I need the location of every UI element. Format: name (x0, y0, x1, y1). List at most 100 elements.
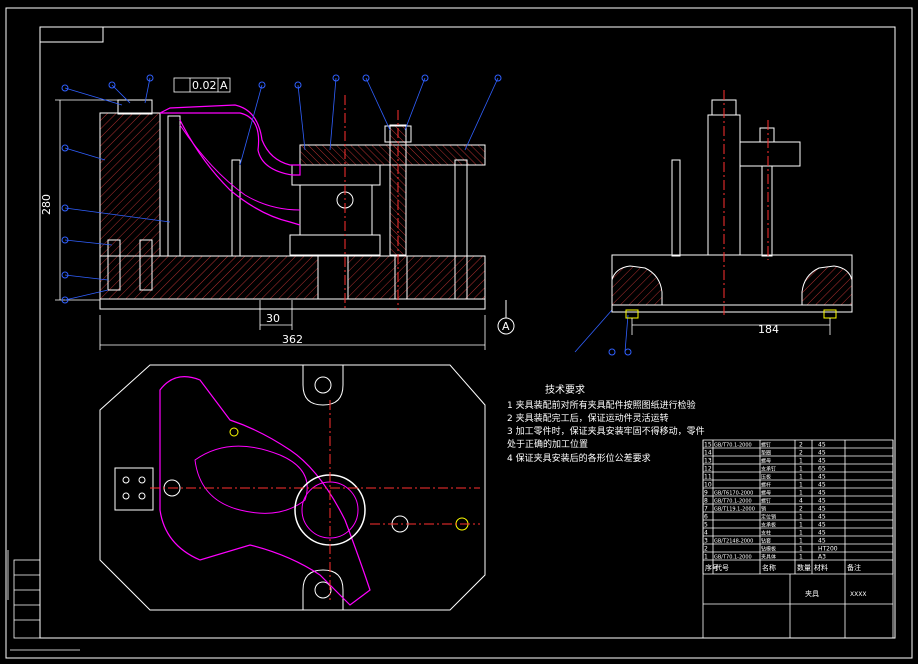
part-balloon (362, 74, 370, 82)
bom-cell-no: 5 (704, 522, 708, 529)
bom-cell-no: 13 (704, 458, 712, 465)
bom-cell-material: 45 (818, 442, 826, 449)
bom-cell-no: 9 (704, 490, 708, 497)
bom-cell-material: 45 (818, 522, 826, 529)
bom-cell-qty: 1 (799, 514, 803, 521)
bom-cell-name: 螺钉 (761, 498, 771, 505)
part-balloon (108, 81, 116, 89)
bom-cell-qty: 2 (799, 506, 803, 513)
bom-cell-material: 45 (818, 474, 826, 481)
tech-req-item: 3 加工零件时，保证夹具安装牢固不得移动，零件 (507, 425, 705, 437)
front-view: 280 362 30 0.02 A A (40, 77, 629, 353)
bom-cell-code: GB/T70.1-2000 (714, 499, 752, 505)
bom-header: 材料 (814, 563, 828, 572)
part-balloon (258, 81, 266, 89)
bom-cell-no: 6 (704, 514, 708, 521)
bom-cell-code: GB/T2148-2000 (714, 539, 753, 545)
tech-req-title: 技术要求 (545, 383, 585, 396)
bom-cell-qty: 1 (799, 538, 803, 545)
bom-cell-name: 支承钉 (761, 466, 776, 473)
bom-cell-material: 45 (818, 514, 826, 521)
bom-cell-no: 3 (704, 538, 708, 545)
bom-header: 数量 (797, 563, 811, 572)
part-balloon (294, 81, 302, 89)
bom-cell-code: GB/T70.1-2000 (714, 555, 752, 561)
part-balloon (61, 296, 69, 304)
bom-header: 名称 (762, 563, 776, 572)
tech-req-item: 2 夹具装配完工后，保证运动件灵活运转 (507, 412, 669, 424)
bom-cell-qty: 1 (799, 482, 803, 489)
bom-cell-name: 钻套 (761, 538, 771, 545)
bom-cell-code: GB/T70.1-2000 (714, 443, 752, 449)
top-view (99, 364, 486, 611)
bom-cell-no: 12 (704, 466, 712, 473)
bom-cell-no: 2 (704, 546, 708, 553)
technical-requirements: 技术要求 1 夹具装配前对所有夹具配件按照图纸进行检验 2 夹具装配完工后，保证… (507, 383, 705, 464)
bom-cell-qty: 1 (799, 474, 803, 481)
bom-cell-name: 螺钉 (761, 442, 771, 449)
bom-cell-material: 45 (818, 530, 826, 537)
bom-cell-qty: 1 (799, 554, 803, 561)
bom-cell-no: 7 (704, 506, 708, 513)
bom-cell-material: 45 (818, 458, 826, 465)
bom-cell-qty: 1 (799, 546, 803, 553)
bom-cell-name: 销 (761, 506, 766, 513)
dim-height-front: 280 (40, 194, 53, 215)
side-strip (7, 550, 80, 651)
bom-cell-qty: 4 (799, 498, 803, 505)
bom-cell-no: 11 (704, 474, 712, 481)
bom-cell-name: 螺母 (761, 490, 771, 497)
bom-cell-name: 支柱 (761, 530, 771, 537)
bom-cell-qty: 1 (799, 458, 803, 465)
dim-offset-front: 30 (266, 312, 280, 325)
side-view: 184 (611, 90, 853, 336)
bom-cell-name: 支承板 (761, 522, 776, 529)
drawing-title: 夹具 (805, 589, 819, 598)
section-marker: A (502, 320, 510, 333)
top-workpiece-outline (159, 376, 371, 606)
bom-cell-name: 压板 (761, 474, 771, 481)
bom-cell-material: 45 (818, 450, 826, 457)
workpiece-outline (159, 104, 301, 226)
bom-cell-qty: 1 (799, 490, 803, 497)
base-plate (99, 255, 486, 300)
bom-cell-qty: 1 (799, 466, 803, 473)
part-balloon (332, 74, 340, 82)
part-balloon (61, 236, 69, 244)
part-balloon (421, 74, 429, 82)
bom-cell-material: 45 (818, 490, 826, 497)
dim-width-side: 184 (758, 323, 779, 336)
bom-cell-no: 4 (704, 530, 708, 537)
part-balloon (624, 348, 632, 356)
bom-cell-code: GB/T119.1-2000 (714, 507, 755, 513)
bom-header: 序号 (705, 563, 719, 572)
bom-cell-material: 45 (818, 482, 826, 489)
part-balloon (61, 204, 69, 212)
bom-cell-name: 钻模板 (761, 546, 776, 553)
bom-cell-no: 8 (704, 498, 708, 505)
tech-req-item: 处于正确的加工位置 (507, 438, 588, 450)
bom-cell-material: 45 (818, 498, 826, 505)
part-balloon (494, 74, 502, 82)
bom-cell-no: 15 (704, 442, 712, 449)
bom-cell-no: 10 (704, 482, 712, 489)
bom-cell-name: 垫圈 (761, 450, 771, 457)
bom-cell-qty: 1 (799, 530, 803, 537)
drawing-frame (5, 7, 913, 659)
tech-req-item: 1 夹具装配前对所有夹具配件按照图纸进行检验 (507, 399, 696, 411)
part-balloon (61, 271, 69, 279)
bom-cell-qty: 2 (799, 450, 803, 457)
bom-header: 代号 (715, 563, 729, 572)
part-balloon (146, 74, 154, 82)
left-block (99, 112, 161, 257)
bom-cell-no: 14 (704, 450, 712, 457)
bom-cell-qty: 1 (799, 522, 803, 529)
tolerance-datum: A (220, 79, 228, 92)
bom-cell-material: 45 (818, 506, 826, 513)
bom-cell-name: 夹具体 (761, 554, 776, 561)
dim-width-front: 362 (282, 333, 303, 346)
bom-cell-no: 1 (704, 554, 708, 561)
bom-cell-material: A3 (818, 554, 826, 561)
bom-cell-material: 45 (818, 538, 826, 545)
bom-cell-code: GB/T6170-2000 (714, 491, 753, 497)
